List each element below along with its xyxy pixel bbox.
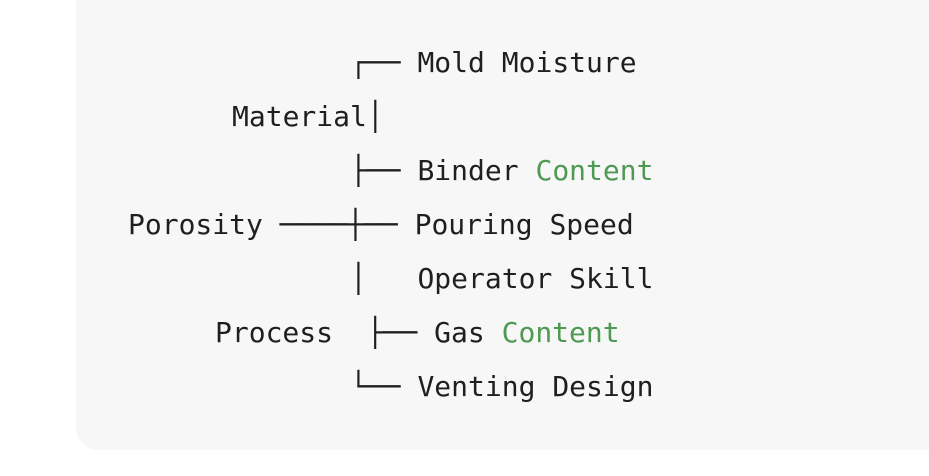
indent — [232, 154, 350, 187]
branch-material: Material — [232, 100, 367, 133]
connector-top-corner — [232, 46, 350, 79]
leaf-pouring-speed: Pouring Speed — [414, 208, 634, 241]
connector-glyph: ┌── — [350, 46, 401, 79]
leaf-venting-design: Venting Design — [417, 370, 654, 403]
leaf-binder: Binder — [417, 154, 536, 187]
leaf-mold-moisture: Mold Moisture — [417, 46, 637, 79]
connector-tee: ├── — [350, 154, 401, 187]
indent — [232, 262, 350, 295]
connector-tee: ├── — [366, 316, 418, 349]
leaf-gas: Gas — [434, 316, 502, 349]
leaf-gas-content-keyword: Content — [501, 316, 620, 349]
connector-spine: ────┼── — [279, 208, 398, 241]
tree-line-3: ├── Binder Content — [232, 144, 653, 198]
connector-vertical: │ — [350, 262, 367, 295]
tree-line-2: Material│ — [232, 90, 384, 144]
leaf-binder-content-keyword: Content — [535, 154, 654, 187]
tree-line-7: └── Venting Design — [232, 360, 653, 414]
tree-line-5: │ Operator Skill — [232, 252, 653, 306]
root-porosity: Porosity — [128, 208, 263, 241]
tree-line-6: Process ├── Gas Content — [215, 306, 620, 360]
leaf-operator-skill: Operator Skill — [417, 262, 654, 295]
indent — [232, 370, 350, 403]
diagram-panel — [76, 0, 929, 450]
tree-line-1: ┌── Mold Moisture — [232, 36, 637, 90]
tree-line-4: Porosity ────┼── Pouring Speed — [128, 198, 634, 252]
connector-bottom-corner: └── — [350, 370, 401, 403]
branch-process: Process — [215, 316, 334, 349]
connector-vertical: │ — [366, 100, 384, 133]
